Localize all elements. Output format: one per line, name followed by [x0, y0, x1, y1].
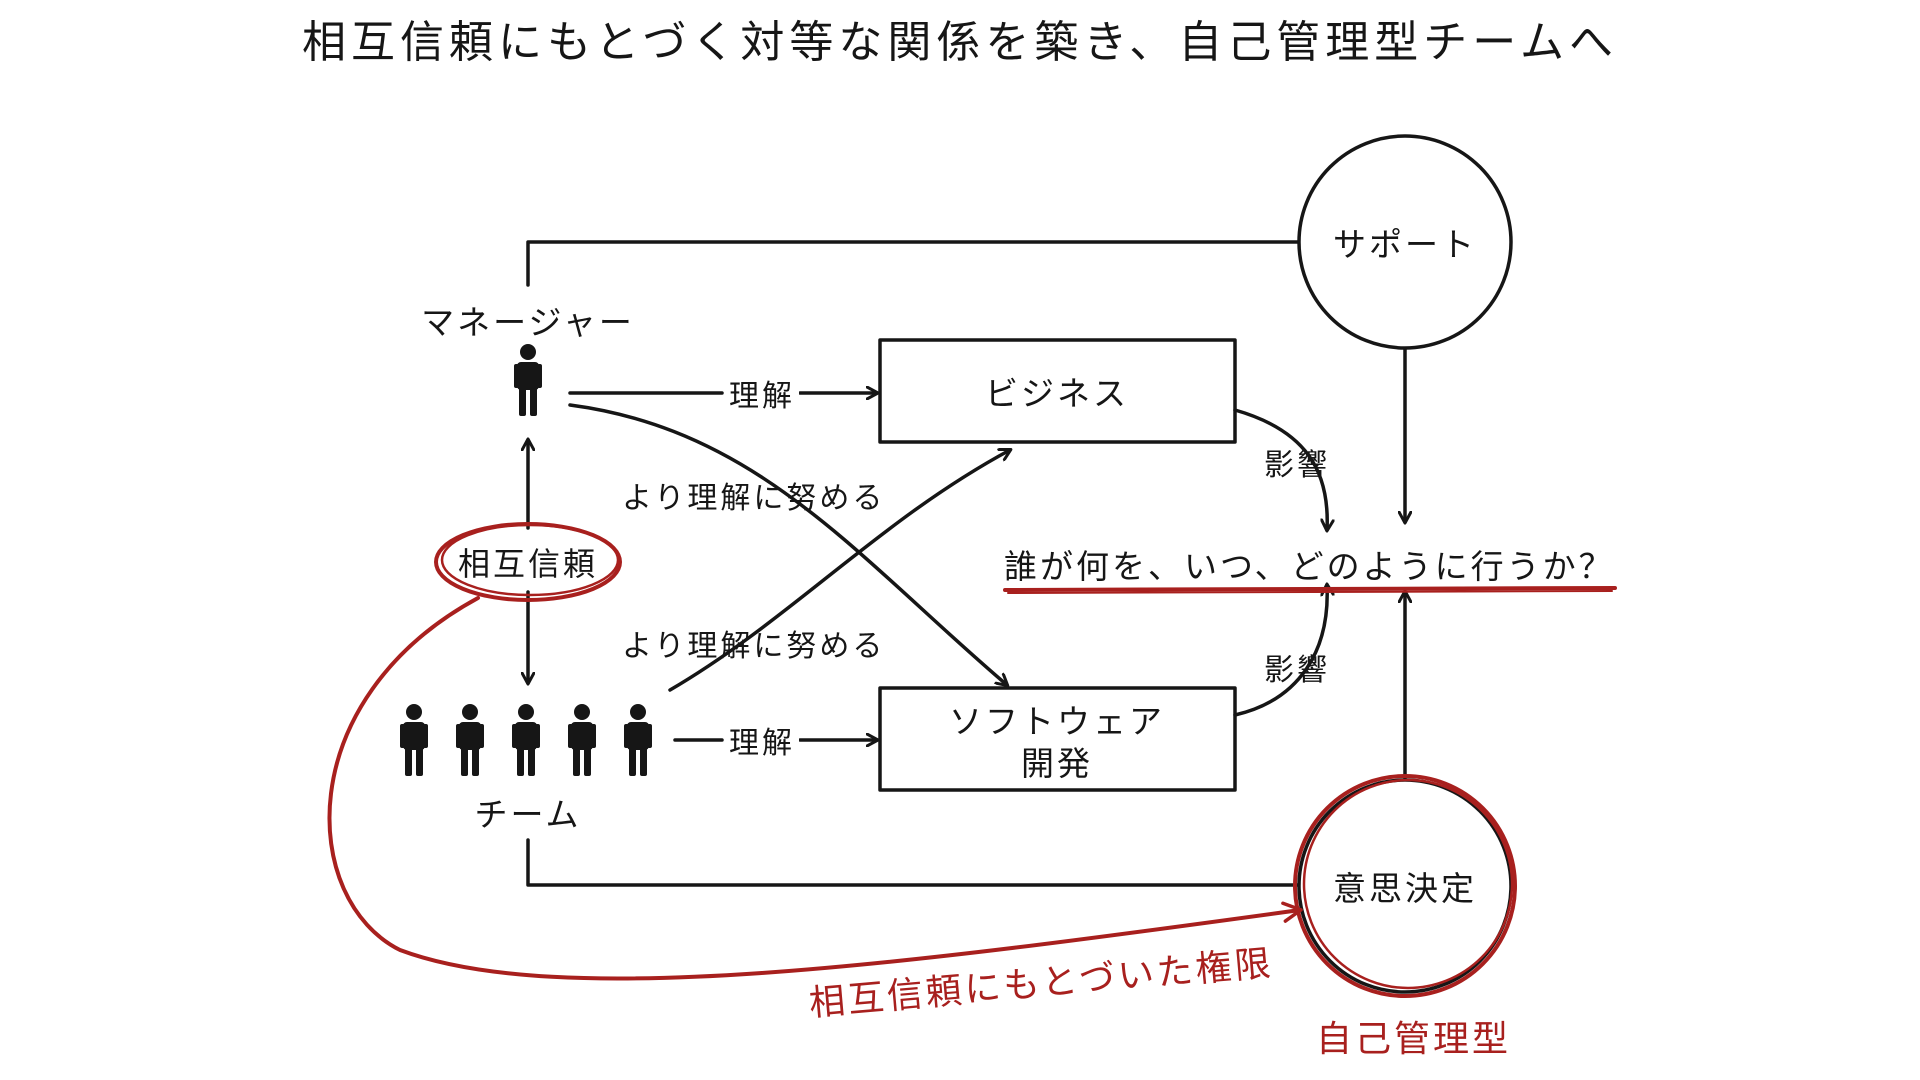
strive-bottom-label: より理解に努める — [622, 629, 886, 664]
software-box — [878, 686, 1237, 792]
software-influence-arrow — [1233, 585, 1327, 717]
business-box — [878, 338, 1237, 444]
business-label: ビジネス — [985, 374, 1129, 413]
question-label: 誰が何を、いつ、どのように行うか？ — [1004, 547, 1615, 586]
team-person-icon — [512, 704, 540, 776]
software-label-line1: ソフトウェア — [949, 702, 1165, 741]
team-person-icon — [624, 704, 652, 776]
support-label: サポート — [1333, 225, 1477, 264]
manager-to-software-arrow — [568, 403, 1007, 685]
understand-top-label: 理解 — [725, 371, 799, 415]
team-person-icon — [568, 704, 596, 776]
software-label-line2: 開発 — [1021, 744, 1093, 783]
people-icons — [400, 344, 652, 776]
self-managed-annotation: 自己管理型 — [1316, 1019, 1512, 1060]
team-to-business-arrow — [668, 450, 1010, 692]
support-loop-line — [526, 240, 1312, 287]
understand-bottom-label: 理解 — [725, 718, 799, 762]
question-underline — [1003, 586, 1617, 592]
authority-arrow — [327, 596, 1303, 981]
decision-label: 意思決定 — [1333, 869, 1477, 908]
strive-top-label: より理解に努める — [622, 481, 886, 516]
team-person-icon — [456, 704, 484, 776]
decision-loop-line — [526, 838, 1302, 887]
support-circle — [1297, 134, 1513, 350]
mutual-trust-label: 相互信頼 — [457, 545, 599, 583]
manager-person-icon — [514, 344, 542, 416]
influence-top-label: 影響 — [1264, 448, 1330, 483]
manager-label: マネージャー — [421, 303, 635, 342]
team-label: チーム — [474, 795, 582, 834]
business-influence-arrow — [1233, 408, 1327, 530]
diagram-title: 相互信頼にもとづく対等な関係を築き、自己管理型チームへ — [302, 17, 1618, 68]
influence-bottom-label: 影響 — [1264, 653, 1330, 688]
self-managed-ring — [1293, 774, 1517, 998]
team-person-icon — [400, 704, 428, 776]
